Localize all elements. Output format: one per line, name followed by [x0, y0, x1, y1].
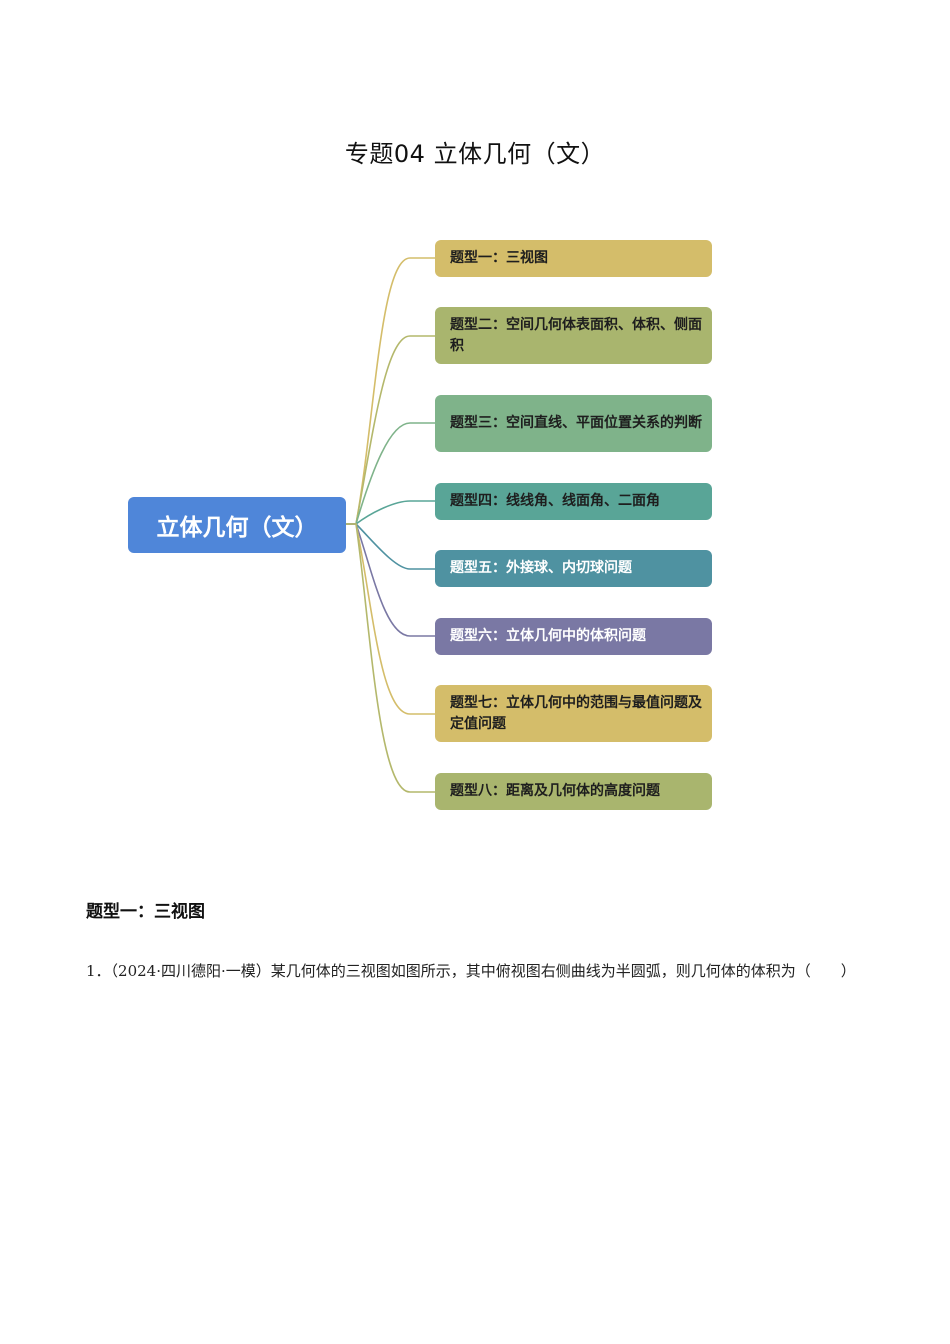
mindmap-branch-6: 题型六：立体几何中的体积问题 [435, 618, 712, 655]
connector-line [346, 257, 435, 525]
branch-label: 题型三：空间直线、平面位置关系的判断 [450, 415, 702, 431]
connector-line [346, 523, 435, 715]
mindmap-branch-3: 题型三：空间直线、平面位置关系的判断 [435, 395, 712, 452]
branch-label: 题型七：立体几何中的范围与最值问题及定值问题 [450, 694, 702, 732]
question-number: 1． [86, 962, 111, 980]
page-title: 专题04 立体几何（文） [344, 140, 606, 168]
connector-line [346, 335, 435, 525]
question-text: （2024·四川德阳·一模）某几何体的三视图如图所示，其中俯视图右侧曲线为半圆弧… [110, 962, 856, 980]
mindmap-branch-1: 题型一：三视图 [435, 240, 712, 277]
mindmap-branch-4: 题型四：线线角、线面角、二面角 [435, 483, 712, 520]
mindmap-connectors [346, 257, 435, 793]
mindmap-branch-2: 题型二：空间几何体表面积、体积、侧面积 [435, 307, 712, 364]
branch-label: 题型四：线线角、线面角、二面角 [450, 493, 660, 509]
branch-label: 题型五：外接球、内切球问题 [450, 560, 632, 576]
mindmap-branch-5: 题型五：外接球、内切球问题 [435, 550, 712, 587]
mindmap-diagram: 立体几何（文） 题型一：三视图 题型二：空间几何体表面积、体积、侧面积 题型三：… [128, 240, 712, 810]
mindmap-branch-7: 题型七：立体几何中的范围与最值问题及定值问题 [435, 685, 712, 742]
connector-line [346, 422, 435, 525]
branch-label: 题型八：距离及几何体的高度问题 [450, 783, 660, 799]
branch-label: 题型一：三视图 [450, 250, 548, 266]
mindmap-branch-8: 题型八：距离及几何体的高度问题 [435, 773, 712, 810]
connector-line [346, 523, 435, 637]
mindmap-root-node: 立体几何（文） [128, 497, 346, 553]
connector-line [346, 523, 435, 793]
question-item: 1．（2024·四川德阳·一模）某几何体的三视图如图所示，其中俯视图右侧曲线为半… [86, 953, 866, 989]
branch-label: 题型二：空间几何体表面积、体积、侧面积 [450, 316, 702, 354]
section-heading: 题型一：三视图 [86, 902, 205, 922]
branch-label: 题型六：立体几何中的体积问题 [450, 628, 646, 644]
